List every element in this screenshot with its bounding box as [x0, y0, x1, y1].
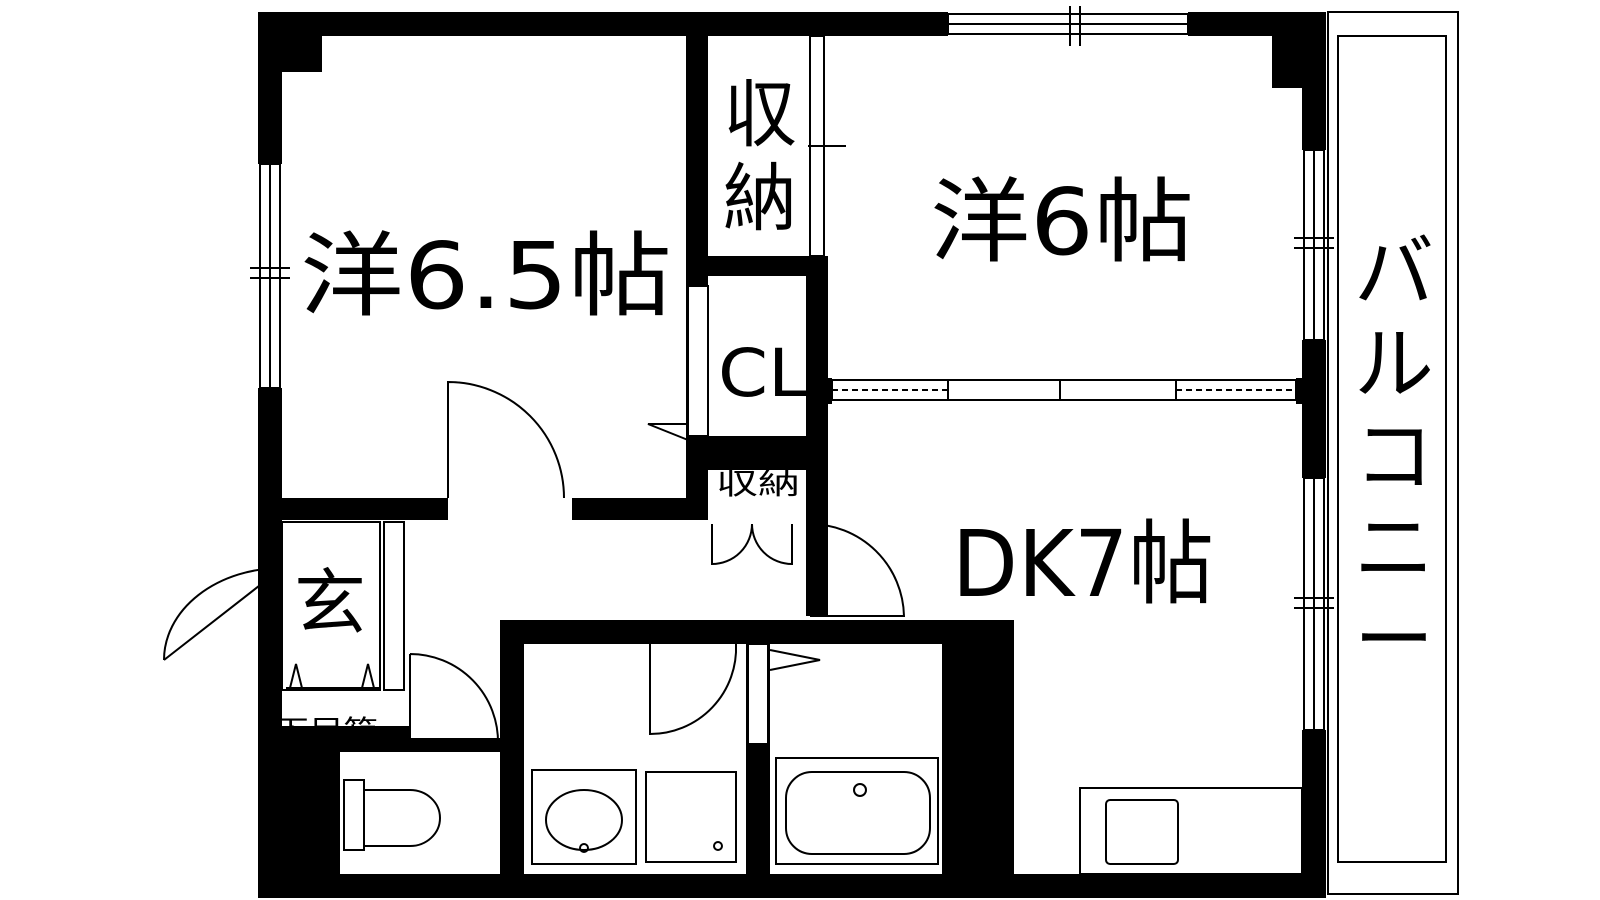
- storage-top-char: 納: [723, 156, 797, 242]
- bath-door: [747, 643, 821, 745]
- sliding-partition: [831, 379, 1297, 401]
- windows: [250, 6, 1334, 731]
- label-shoe-box: 下足箱: [274, 714, 378, 747]
- label-western-6: 洋6帖: [930, 169, 1194, 276]
- closet-door: [647, 285, 709, 441]
- entrance-area: [281, 521, 405, 691]
- washing-machine-pan: [645, 771, 737, 863]
- storage-door: [808, 35, 846, 257]
- toilet: [343, 779, 441, 851]
- label-dk: DK7帖: [952, 511, 1214, 618]
- label-entrance: 玄: [294, 561, 366, 645]
- storage-top-char: 収: [723, 72, 797, 158]
- kitchen-counter: [1079, 787, 1303, 875]
- balcony-char: バ: [1354, 226, 1434, 319]
- balcony-char: ニ: [1354, 502, 1434, 595]
- balcony-char: ル: [1354, 318, 1434, 411]
- exterior-walls: [258, 12, 1326, 898]
- balcony-char: ー: [1354, 594, 1434, 687]
- label-storage-small: 収納: [716, 467, 800, 502]
- balcony: [1327, 11, 1459, 895]
- doors: [163, 380, 906, 745]
- wash-basin: [531, 769, 637, 865]
- bathtub: [775, 757, 939, 865]
- label-western-6-5: 洋6.5帖: [300, 223, 672, 330]
- label-storage-top: 収納: [723, 72, 797, 242]
- label-closet: CL: [718, 335, 808, 412]
- balcony-char: コ: [1354, 410, 1434, 503]
